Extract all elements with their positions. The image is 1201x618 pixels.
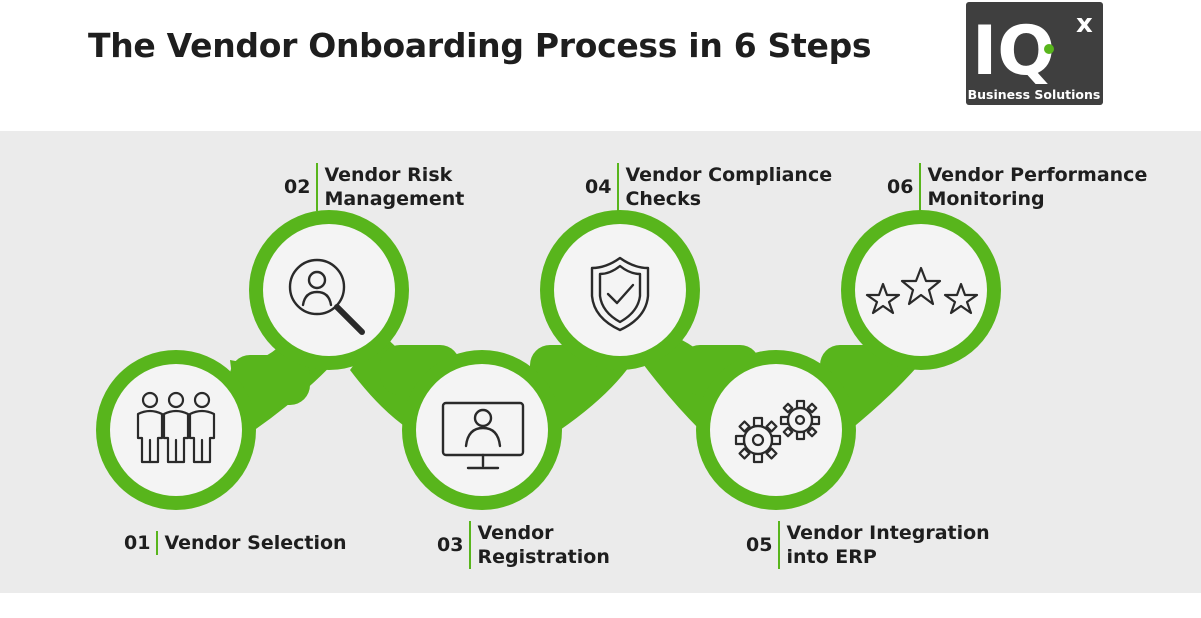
step-title-line: Vendor Compliance — [625, 164, 833, 186]
step-label-04: 04 Vendor Compliance Checks — [585, 163, 832, 211]
gears-icon — [734, 399, 821, 464]
step-title-line: Checks — [625, 188, 702, 210]
step-number: 04 — [585, 176, 612, 198]
step-title: Vendor Performance Monitoring — [919, 163, 1147, 211]
step-title-line: Vendor Risk — [324, 164, 453, 186]
step-label-06: 06 Vendor Performance Monitoring — [887, 163, 1147, 211]
step-circle-06 — [841, 210, 1001, 370]
company-logo: IQ x Business Solutions — [966, 2, 1103, 105]
page-title: The Vendor Onboarding Process in 6 Steps — [88, 26, 872, 65]
step-label-05: 05 Vendor Integration into ERP — [746, 521, 990, 569]
step-circle-01 — [96, 350, 256, 510]
step-title: Vendor Risk Management — [316, 163, 464, 211]
step-circle-02 — [249, 210, 409, 370]
step-title: Vendor Registration — [469, 521, 610, 569]
logo-tagline: Business Solutions — [968, 87, 1101, 102]
step-title-line: Registration — [477, 546, 610, 568]
step-label-02: 02 Vendor Risk Management — [284, 163, 464, 211]
step-number: 05 — [746, 534, 773, 556]
step-label-03: 03 Vendor Registration — [437, 521, 610, 569]
logo-mark: IQ — [972, 12, 1055, 91]
person-search-icon — [288, 258, 365, 335]
step-number: 02 — [284, 176, 311, 198]
step-title-line: Monitoring — [927, 188, 1045, 210]
step-title-line: Management — [324, 188, 465, 210]
stars-rating-icon — [865, 266, 979, 315]
step-label-01: 01 Vendor Selection — [124, 531, 347, 555]
step-title-line: Vendor Integration — [786, 522, 990, 544]
step-number: 01 — [124, 532, 151, 554]
step-title: Vendor Selection — [156, 531, 347, 555]
step-title-line: Vendor Selection — [164, 532, 347, 554]
step-title: Vendor Compliance Checks — [617, 163, 832, 211]
step-circle-04 — [540, 210, 700, 370]
step-number: 03 — [437, 534, 464, 556]
step-title: Vendor Integration into ERP — [778, 521, 990, 569]
step-title-line: Vendor Performance — [927, 164, 1148, 186]
shield-check-icon — [590, 256, 650, 332]
monitor-user-icon — [441, 401, 525, 470]
people-group-icon — [136, 391, 216, 464]
step-circle-05 — [696, 350, 856, 510]
logo-superscript: x — [1076, 9, 1093, 39]
step-title-line: into ERP — [786, 546, 877, 568]
step-circle-03 — [402, 350, 562, 510]
step-number: 06 — [887, 176, 914, 198]
step-title-line: Vendor — [477, 522, 554, 544]
